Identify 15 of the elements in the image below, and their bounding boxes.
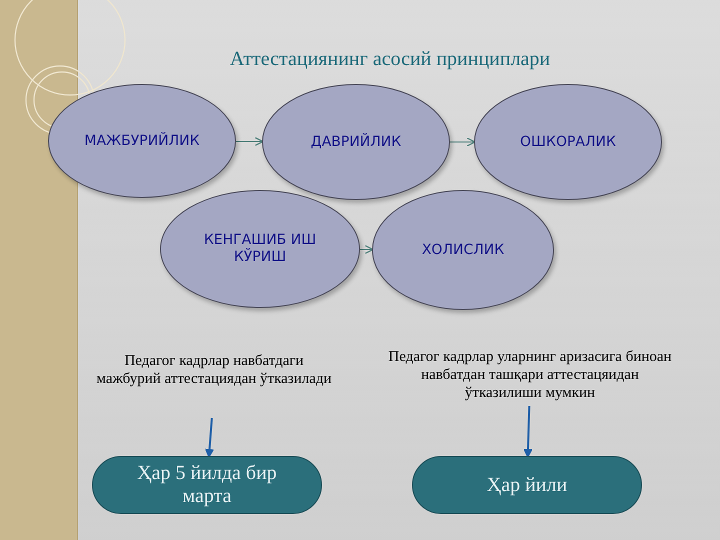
principle-ellipse: ДАВРИЙЛИК [262, 84, 450, 200]
arrow [236, 136, 264, 146]
period-pill: Ҳар 5 йилда бир марта [92, 456, 322, 514]
principle-ellipse: МАЖБУРИЙЛИК [48, 84, 236, 198]
note-text: Педагог кадрлар навбатдаги мажбурий аттестациядан ўтказилади [96, 352, 332, 414]
arrow [360, 244, 374, 254]
title: Аттестациянинг асосий принциплари [228, 47, 552, 72]
principle-ellipse: КЕНГАШИБ ИШ КЎРИШ [160, 190, 360, 308]
note-text: Педагог кадрлар уларнинг аризасига биноан навбатдан ташқари аттестацяидан ўтказилиши мумкин [382, 348, 678, 402]
principle-ellipse: ОШКОРАЛИК [474, 84, 662, 200]
arrow [450, 137, 476, 147]
arrow [523, 406, 533, 458]
arrow [204, 418, 214, 458]
principle-ellipse: ХОЛИСЛИК [372, 190, 554, 310]
period-pill: Ҳар йили [412, 456, 642, 514]
